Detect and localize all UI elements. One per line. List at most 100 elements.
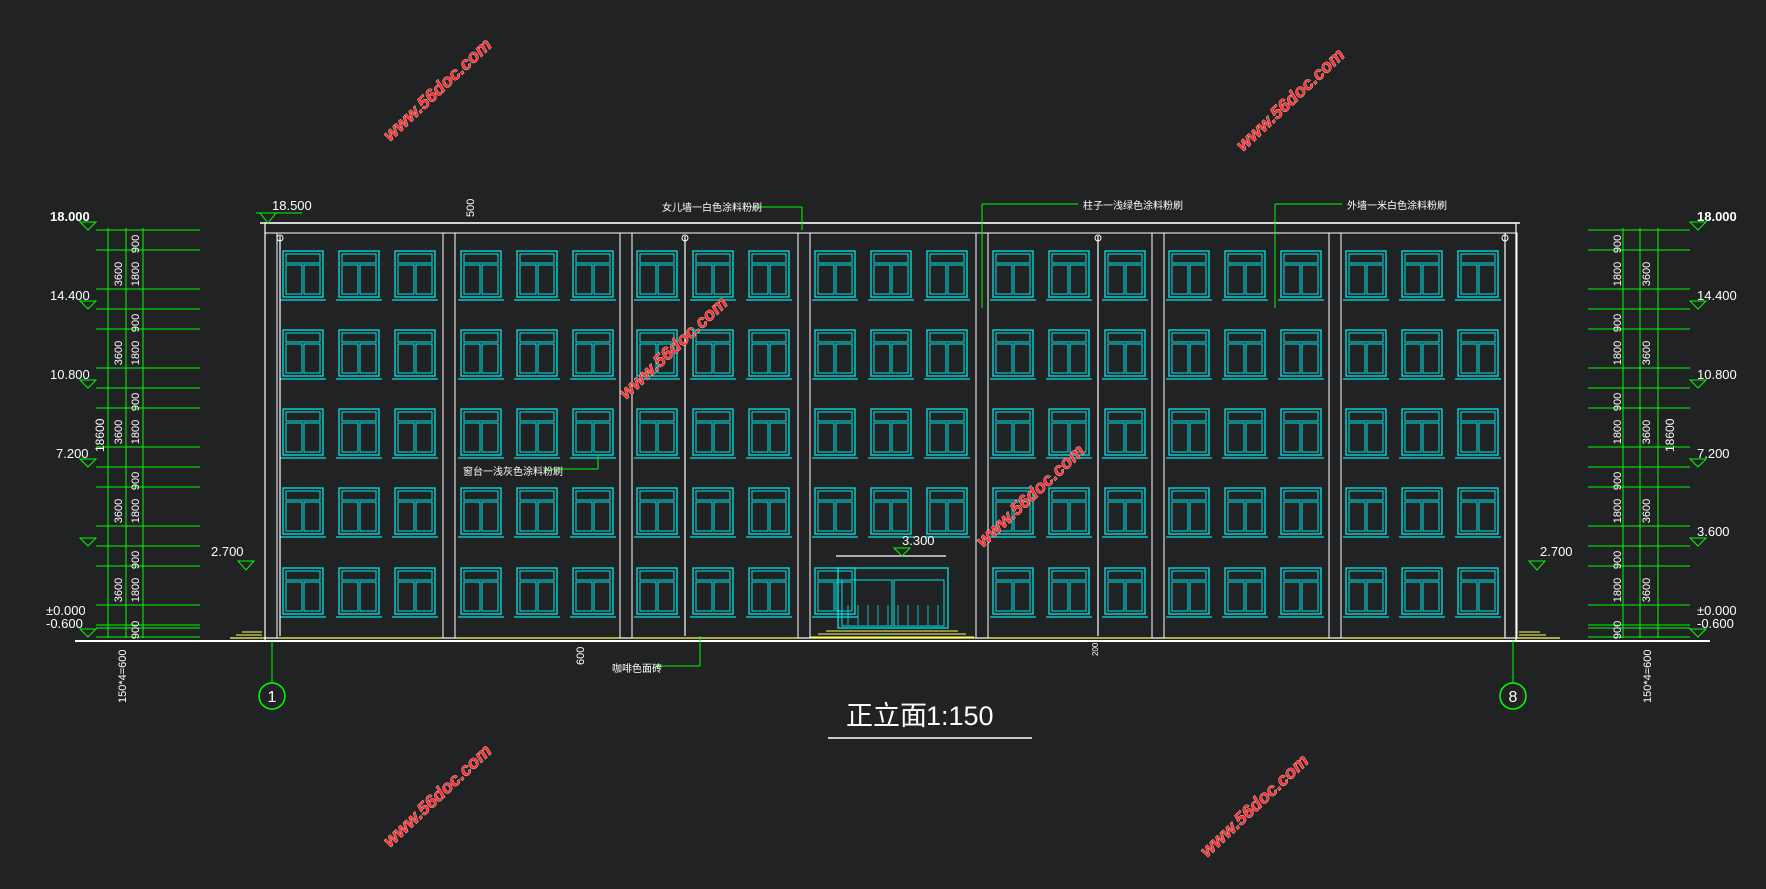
window-sash-right (1478, 343, 1496, 374)
window-transom (995, 332, 1031, 343)
window-sash-left (1404, 422, 1422, 453)
window-frame (516, 250, 558, 298)
window-sash-left (639, 422, 657, 453)
window-transom (873, 332, 909, 343)
window-sash-left (519, 501, 537, 532)
watermark-1: www.56doc.com (379, 35, 495, 145)
window-transom (463, 490, 499, 501)
window-transom (995, 570, 1031, 581)
window-frame (926, 329, 968, 377)
window-sash-left (1107, 581, 1125, 612)
window-transom (639, 411, 675, 422)
window-transom (285, 411, 321, 422)
window-frame (572, 567, 614, 615)
window-transom (1348, 253, 1384, 264)
window-sash-right (1245, 581, 1263, 612)
canopy-elevation: 3.300 (902, 533, 935, 548)
window-sash-left (929, 422, 947, 453)
window-transom (463, 332, 499, 343)
level-marker (1688, 628, 1708, 638)
window-sash-left (751, 422, 769, 453)
dim-text-900: 900 (130, 235, 142, 253)
level-marker (78, 379, 98, 389)
window-frame (460, 408, 502, 456)
window-frame (1104, 250, 1146, 298)
window-sash-right (1422, 581, 1440, 612)
window-transom (1227, 490, 1263, 501)
window-sash-left (929, 343, 947, 374)
window-sash-left (397, 581, 415, 612)
window-sash-left (639, 501, 657, 532)
window-sash-right (1069, 501, 1087, 532)
window-sash-left (519, 264, 537, 295)
window-frame (992, 487, 1034, 535)
window-frame (748, 567, 790, 615)
window-sash-left (575, 422, 593, 453)
window-transom (1171, 490, 1207, 501)
level-marker (1688, 379, 1708, 389)
level-marker (1688, 221, 1708, 231)
window-frame (572, 329, 614, 377)
window-sash-right (657, 501, 675, 532)
sill-note: 窗台一浅灰色涂料粉刷 (463, 465, 563, 478)
window-transom (1404, 411, 1440, 422)
dim-text-900: 900 (1612, 393, 1624, 411)
window-frame (394, 250, 436, 298)
window-transom (575, 570, 611, 581)
axis-label-8: 8 (1509, 689, 1518, 706)
window-sash-left (463, 422, 481, 453)
window-sash-left (929, 501, 947, 532)
window-sash-left (1348, 581, 1366, 612)
drain-head (276, 234, 284, 242)
window-frame (1457, 329, 1499, 377)
window-sash-right (769, 501, 787, 532)
window-frame (572, 250, 614, 298)
window-sash-left (1404, 581, 1422, 612)
window-transom (873, 253, 909, 264)
drain-head (1501, 234, 1509, 242)
window-frame (1457, 408, 1499, 456)
window-frame (1345, 408, 1387, 456)
window-transom (1348, 570, 1384, 581)
window-sash-right (1013, 343, 1031, 374)
dim-text-900: 900 (130, 472, 142, 490)
window-sash-left (1107, 501, 1125, 532)
side-elevation-right: 2.700 (1540, 544, 1573, 559)
window-sash-right (891, 264, 909, 295)
window-frame (814, 250, 856, 298)
window-transom (817, 570, 853, 581)
window-frame (926, 487, 968, 535)
window-sash-left (1227, 264, 1245, 295)
window-sash-right (657, 343, 675, 374)
exterior-wall-note: 外墙一米白色涂料粉刷 (1347, 199, 1447, 212)
window-frame (1401, 329, 1443, 377)
window-frame (338, 250, 380, 298)
window-frame (516, 487, 558, 535)
dim-text-900: 900 (1612, 314, 1624, 332)
window-sash-left (817, 501, 835, 532)
window-sash-left (1227, 343, 1245, 374)
window-sash-right (1478, 422, 1496, 453)
window-sash-left (1404, 501, 1422, 532)
window-sash-left (995, 501, 1013, 532)
level-marker (236, 560, 256, 571)
window-sash-left (995, 581, 1013, 612)
window-transom (341, 411, 377, 422)
window-sash-left (341, 501, 359, 532)
window-sash-right (303, 581, 321, 612)
dim-text-1800: 1800 (130, 420, 142, 444)
window-sash-right (947, 343, 965, 374)
window-transom (1107, 570, 1143, 581)
window (1046, 250, 1092, 301)
window (1222, 487, 1268, 538)
dim-text-3600: 3600 (113, 262, 125, 286)
window-sash-right (303, 264, 321, 295)
window-frame (394, 408, 436, 456)
window-sash-right (1189, 581, 1207, 612)
window (514, 487, 560, 538)
window-sash-left (575, 264, 593, 295)
window (1102, 329, 1148, 380)
window-sash-left (1227, 581, 1245, 612)
window (1455, 329, 1501, 380)
